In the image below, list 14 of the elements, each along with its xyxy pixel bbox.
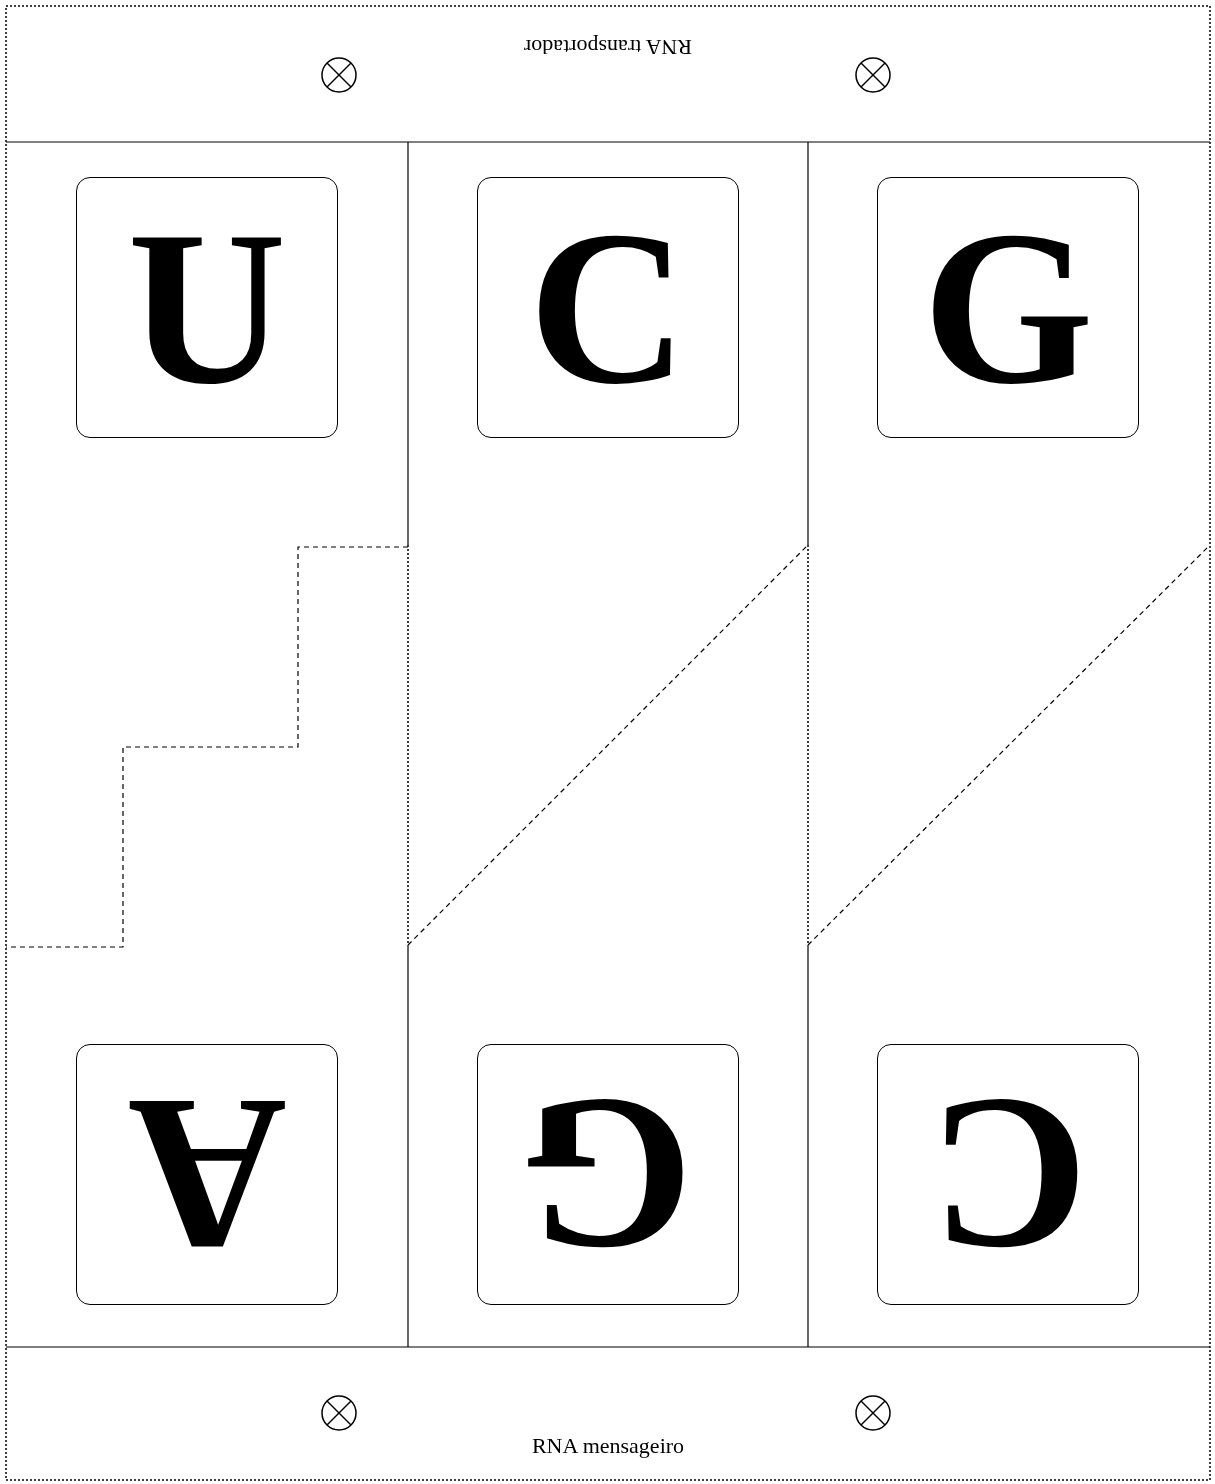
nucleotide-letter: G	[922, 197, 1094, 418]
nucleotide-letter: C	[528, 197, 688, 418]
band-label: RNA mensageiro	[530, 1433, 686, 1459]
band-label: RNA transportador	[523, 34, 693, 60]
letter-tile	[877, 1044, 1139, 1305]
nucleotide-letter: C	[928, 1064, 1088, 1285]
letter-tile	[477, 1044, 739, 1305]
nucleotide-letter: A	[127, 1064, 287, 1285]
nucleotide-letter: G	[522, 1064, 694, 1285]
letter-tile	[76, 1044, 338, 1305]
letter-tile	[877, 177, 1139, 438]
nucleotide-letter: U	[127, 197, 287, 418]
letter-tile	[477, 177, 739, 438]
letter-tile	[76, 177, 338, 438]
